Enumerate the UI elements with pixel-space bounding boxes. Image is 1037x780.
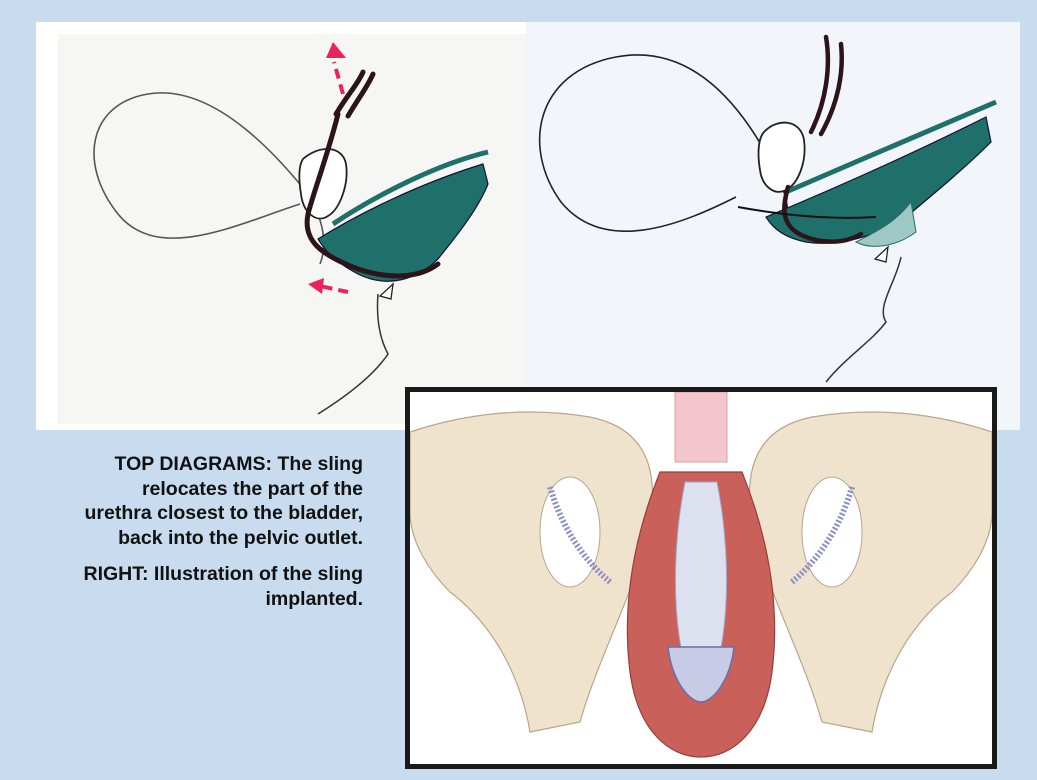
bladder-outline (540, 55, 788, 232)
right-pelvic-bone (750, 412, 993, 732)
figure-caption: TOP DIAGRAMS: The sling relocates the pa… (83, 452, 363, 623)
diagram-after-drawing (526, 22, 1020, 430)
urethra-tube (675, 392, 727, 462)
bladder-outline (94, 93, 324, 264)
caption-top-diagrams: TOP DIAGRAMS: The sling relocates the pa… (83, 452, 363, 550)
urethral-meatus (875, 247, 888, 262)
left-pelvic-bone (410, 412, 653, 732)
arrow-left-icon (308, 278, 348, 294)
vaginal-canal-outline (826, 257, 901, 382)
diagram-after (526, 22, 1020, 430)
urethral-meatus (380, 284, 393, 299)
vaginal-canal-outline (318, 294, 388, 414)
caption-right-illustration: RIGHT: Illustration of the sling implant… (83, 562, 363, 611)
arrow-up-icon (326, 42, 346, 94)
pubic-bone (759, 123, 805, 192)
sling-implant-illustration (405, 387, 997, 769)
top-diagrams-panel (36, 22, 1020, 430)
diagram-before (58, 34, 533, 424)
pelvis-drawing (410, 392, 992, 764)
diagram-before-drawing (58, 34, 533, 424)
